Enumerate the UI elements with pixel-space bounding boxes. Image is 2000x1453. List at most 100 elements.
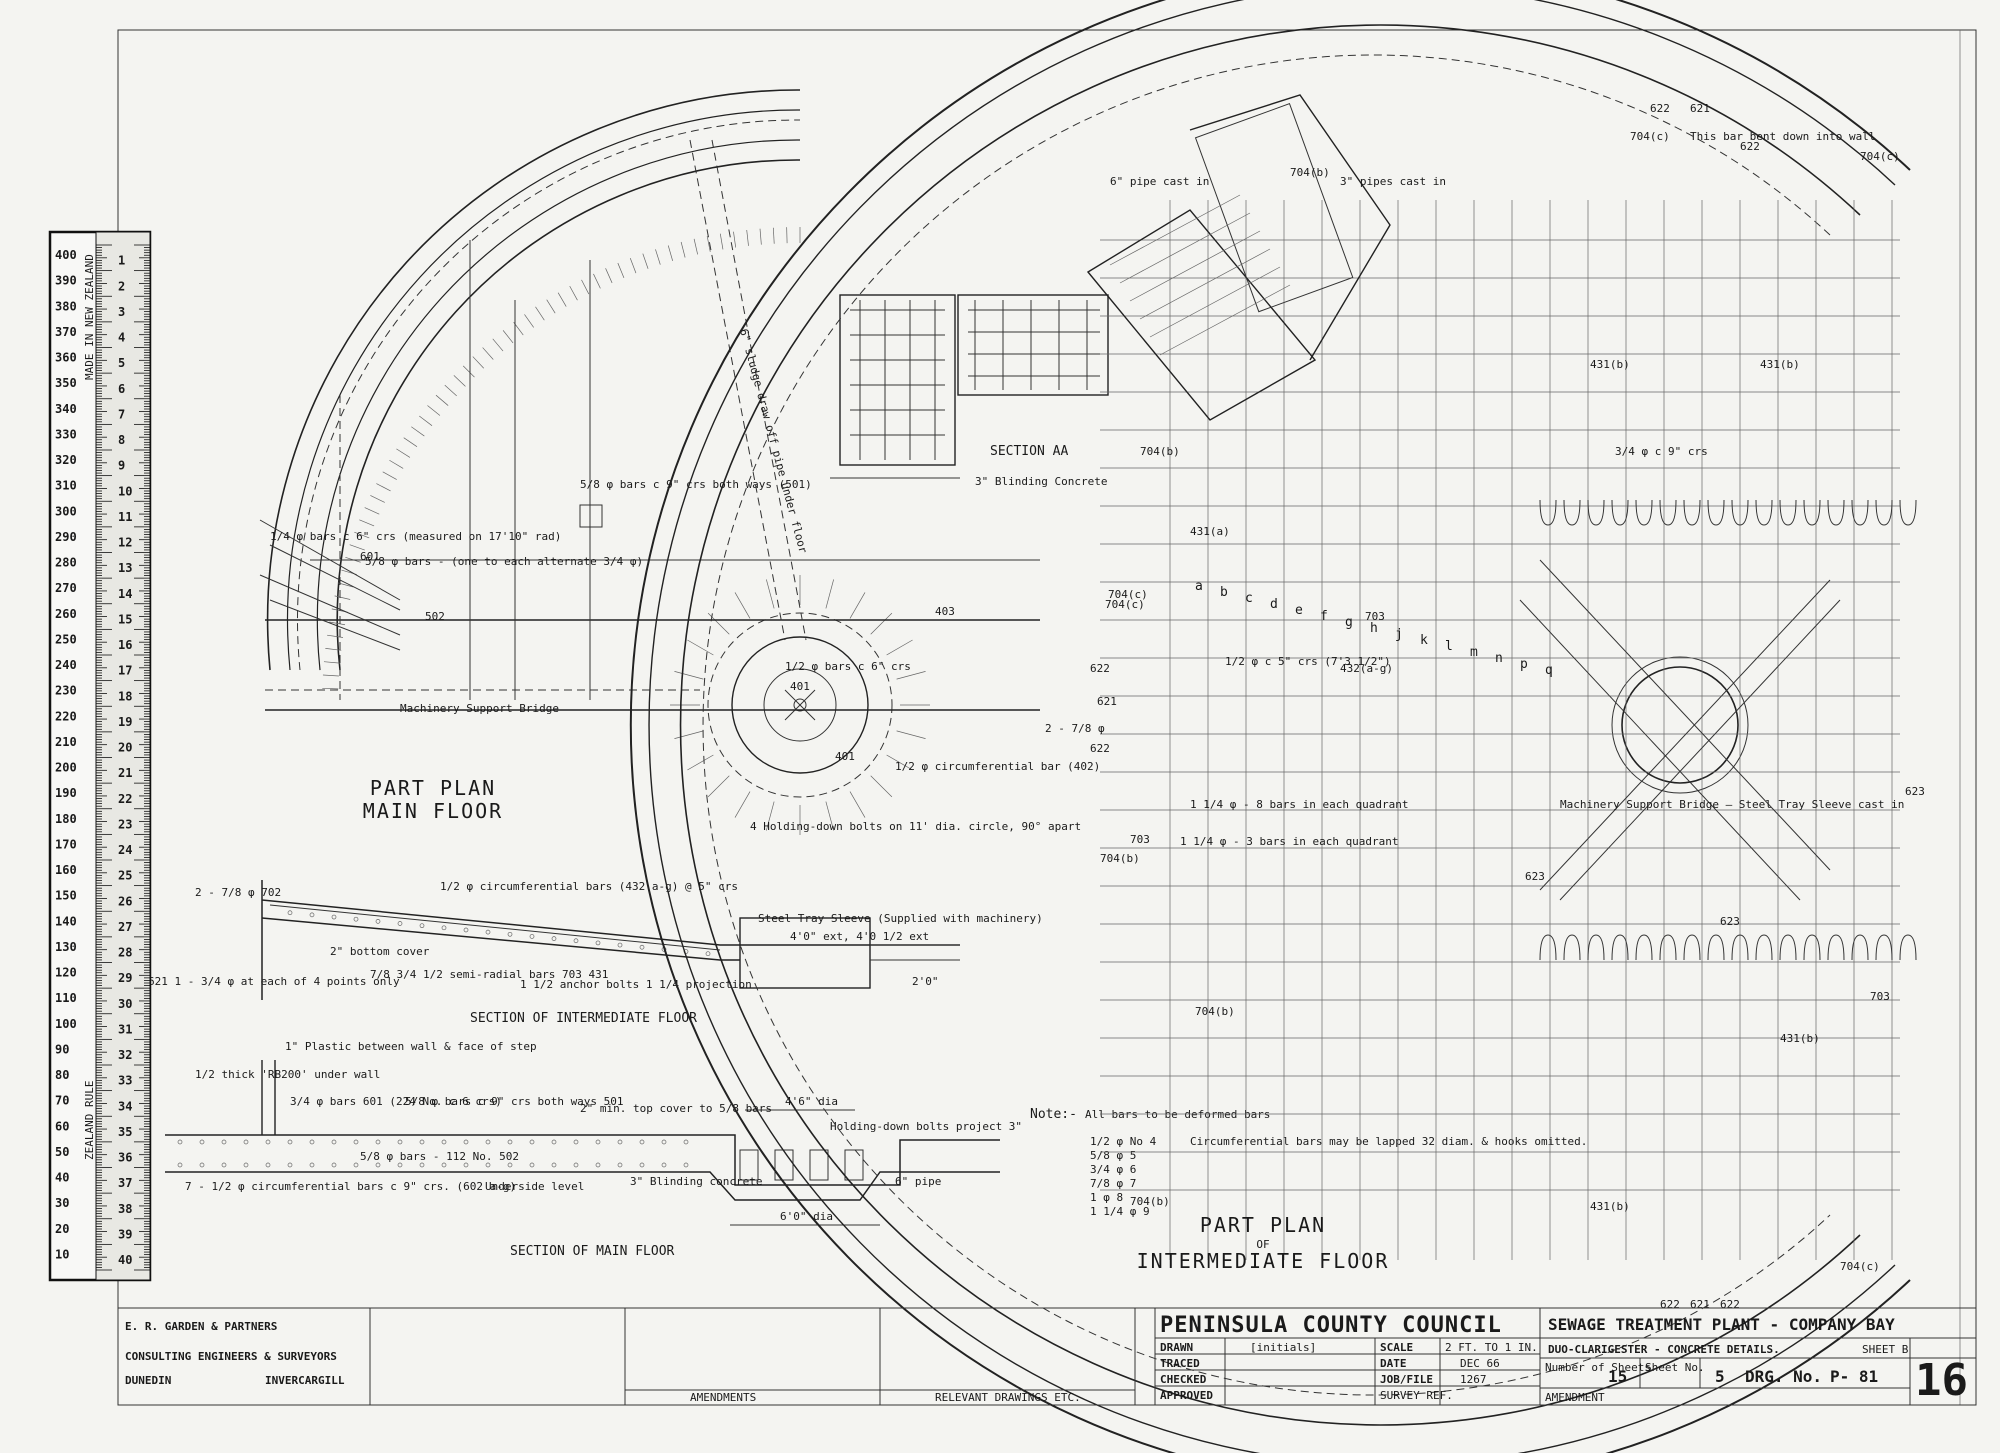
rebar-tag: 704(b) (1290, 166, 1330, 179)
ruler-cm-label: 11 (118, 510, 132, 524)
firm-name: E. R. GARDEN & PARTNERS (125, 1320, 277, 1333)
ruler-cm-label: 13 (118, 561, 132, 575)
scale-value: 2 FT. TO 1 IN. (1445, 1341, 1538, 1354)
amendments-label: AMENDMENTS (690, 1391, 756, 1404)
ruler-mm-label: 400 (55, 248, 77, 262)
ruler-cm-label: 16 (118, 638, 132, 652)
label-bars-6crs: 1/2 φ bars c 6" crs (785, 660, 911, 673)
intermediate-floor-plan: PART PLAN OF INTERMEDIATE FLOOR 704(c)62… (629, 0, 1925, 1453)
label-tray-sleeve: Steel Tray Sleeve (Supplied with machine… (758, 912, 1043, 925)
label-bottom-cover: 2" bottom cover (330, 945, 430, 958)
bar-letter: h (1370, 621, 1378, 636)
ruler-cm-label: 32 (118, 1048, 132, 1062)
ruler-mm-label: 310 (55, 479, 77, 493)
center-label: Machinery Support Bridge — Steel Tray Sl… (1560, 798, 1904, 811)
circ-label: 1/2 φ c 5" crs (7'3 1/2") (1225, 655, 1391, 668)
intermediate-title-2: OF (1256, 1238, 1269, 1251)
ruler-mm-label: 150 (55, 889, 77, 903)
ruler-mm-label: 60 (55, 1119, 69, 1133)
rebar-tag: 704(b) (1195, 1005, 1235, 1018)
rebar-tag: 703 (1130, 833, 1150, 846)
ruler-mm-label: 360 (55, 351, 77, 365)
ruler-mm-label: 120 (55, 966, 77, 980)
amend-label: AMENDMENT (1545, 1391, 1605, 1404)
rebar-tag: 623 (1905, 785, 1925, 798)
ruler-cm-label: 26 (118, 894, 132, 908)
section-main-title: SECTION OF MAIN FLOOR (510, 1244, 675, 1259)
ruler-cm-label: 34 (118, 1099, 132, 1113)
label-bars-601: 3/4 φ bars 601 (224 No. c 6 crs) (290, 1095, 502, 1108)
main-floor-title-1: PART PLAN (370, 776, 496, 800)
central-column (1621, 666, 1739, 784)
ruler-cm-label: 33 (118, 1074, 132, 1088)
section-main-floor: SECTION OF MAIN FLOOR 1" Plastic between… (165, 1040, 1022, 1259)
note-row: 1/2 φ No 4 (1090, 1135, 1157, 1148)
ruler-cm-label: 6 (118, 382, 125, 396)
ruler-cm-label: 30 (118, 997, 132, 1011)
bar-letter: k (1420, 633, 1428, 648)
drg-label: DRG. No. (1745, 1367, 1822, 1386)
ruler-brand-top: MADE IN NEW ZEALAND (83, 254, 96, 380)
ruler-mm-label: 260 (55, 607, 77, 621)
rebar-tag: 621 (1690, 1298, 1710, 1311)
rebar-tag: 431(b) (1590, 1200, 1630, 1213)
ruler-mm-label: 320 (55, 453, 77, 467)
rebar-tag: 704(b) (1100, 852, 1140, 865)
job-label: JOB/FILE (1380, 1373, 1433, 1386)
ruler-mm-label: 380 (55, 299, 77, 313)
rebar-tag: 622 (1660, 1298, 1680, 1311)
note-line1: All bars to be deformed bars (1085, 1108, 1270, 1121)
relevant-label: RELEVANT DRAWINGS ETC. (935, 1391, 1081, 1404)
label-502: 502 (425, 610, 445, 623)
label-holding-down: 4 Holding-down bolts on 11' dia. circle,… (750, 820, 1081, 833)
ruler-mm-label: 130 (55, 940, 77, 954)
firm-desc: CONSULTING ENGINEERS & SURVEYORS (125, 1350, 337, 1363)
ruler-cm-label: 31 (118, 1022, 132, 1036)
label-circ-602: 7 - 1/2 φ circumferential bars c 9" crs.… (185, 1180, 516, 1193)
bar-letter: n (1495, 651, 1503, 666)
rebar-tag: 431(b) (1590, 358, 1630, 371)
section-aa-title: SECTION AA (990, 444, 1068, 459)
bar-letter: l (1445, 639, 1453, 654)
quadrant-a: 1 1/4 φ - 8 bars in each quadrant (1190, 798, 1409, 811)
ruler-mm-label: 390 (55, 274, 77, 288)
ruler-cm-label: 4 (118, 331, 125, 345)
date-value: DEC 66 (1460, 1357, 1500, 1370)
bar-letter: g (1345, 615, 1353, 630)
bar-letter: d (1270, 597, 1278, 612)
label-underside: Underside level (485, 1180, 584, 1193)
big-number: 16 (1915, 1355, 1968, 1406)
quadrant-b: 1 1/4 φ - 3 bars in each quadrant (1180, 835, 1399, 848)
checked-label: CHECKED (1160, 1373, 1207, 1386)
rebar-tag: 622 (1720, 1298, 1740, 1311)
label-machinery-bridge: Machinery Support Bridge (400, 702, 559, 715)
rebar-tag: 431(a) (1190, 525, 1230, 538)
label-holding-down-main: Holding-down bolts project 3" (830, 1120, 1022, 1133)
label-dia-6: 6'0" dia (780, 1210, 833, 1223)
ruler-cm-label: 24 (118, 843, 132, 857)
note-row: 1 φ 8 (1090, 1191, 1123, 1204)
sheet-b: SHEET B (1862, 1343, 1909, 1356)
ruler-cm-label: 20 (118, 741, 132, 755)
rebar-tag: 622 (1740, 140, 1760, 153)
ruler-mm-label: 110 (55, 991, 77, 1005)
label-semi-radial: 7/8 3/4 1/2 semi-radial bars 703 431 (370, 968, 608, 981)
label-sludge-pipe: 6" sludge draw off pipe under floor (737, 327, 810, 555)
ruler-mm-label: 180 (55, 812, 77, 826)
ruler-cm-label: 37 (118, 1176, 132, 1190)
ruler-cm-label: 1 (118, 254, 125, 268)
scale-ruler: 4003903803703603503403303203103002902802… (48, 230, 152, 1282)
ruler-mm-label: 200 (55, 761, 77, 775)
note-block: Note:- All bars to be deformed bars 1/2 … (1030, 1107, 1587, 1218)
label-circ-402: 1/2 φ circumferential bar (402) (895, 760, 1100, 773)
ruler-cm-label: 28 (118, 946, 132, 960)
rebar-tag: 623 (1720, 915, 1740, 928)
drawn-label: DRAWN (1160, 1341, 1193, 1354)
ruler-cm-label: 36 (118, 1151, 132, 1165)
note-heading: Note:- (1030, 1107, 1077, 1122)
label-bars-both-ways: 5/8 φ bars c 9" crs both ways 501 (405, 1095, 624, 1108)
ruler-mm-label: 170 (55, 837, 77, 851)
label-circ-bars: 1/2 φ circumferential bars (432 a-g) @ 5… (440, 880, 738, 893)
ruler-cm-label: 35 (118, 1125, 132, 1139)
ruler-mm-label: 300 (55, 504, 77, 518)
